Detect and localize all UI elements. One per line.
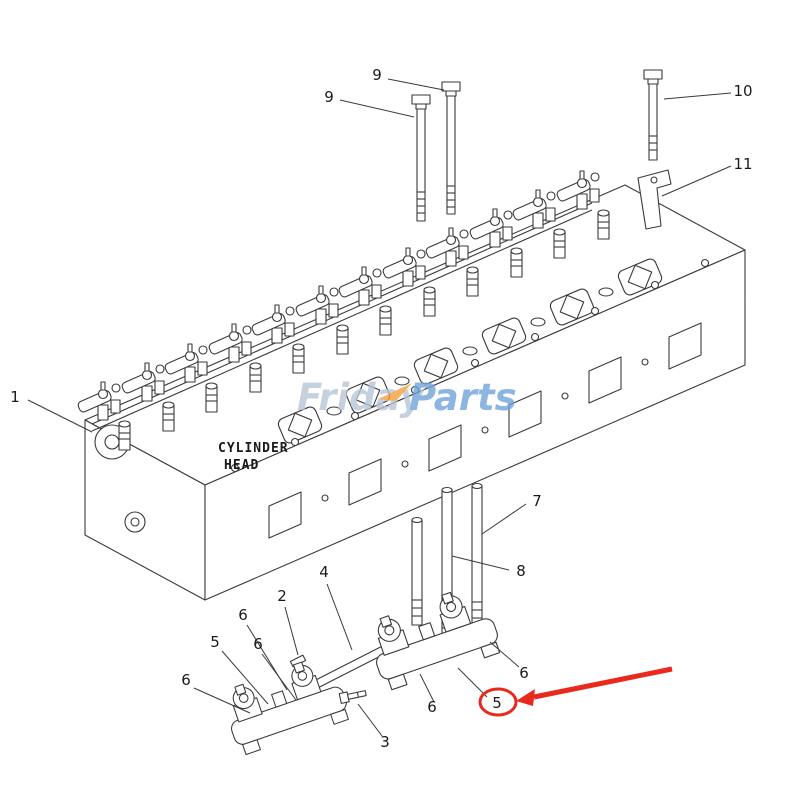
callout-7: 7 <box>532 492 542 510</box>
callout-4: 4 <box>319 563 329 581</box>
red-circle-annotation <box>478 687 518 717</box>
callout-6d: 6 <box>427 698 437 716</box>
callout-8: 8 <box>516 562 526 580</box>
callout-3: 3 <box>380 733 390 751</box>
red-arrow-head-icon <box>516 689 535 706</box>
callout-6a: 6 <box>238 606 248 624</box>
callout-6b: 6 <box>253 635 263 653</box>
front-face-ports <box>268 322 702 539</box>
callout-1: 1 <box>10 388 20 406</box>
bolt-3 <box>338 690 367 704</box>
watermark-text-friday: Friday <box>297 376 425 419</box>
leader-lines <box>27 78 732 737</box>
head-label-line2: HEAD <box>224 458 259 473</box>
callouts: 1 9 9 10 11 7 8 4 2 6 6 5 6 3 6 5 6 <box>10 66 752 751</box>
lifting-bracket-11 <box>637 169 672 230</box>
red-arrow-shaft <box>533 666 673 700</box>
watermark: Friday Parts <box>297 376 517 419</box>
callout-9a: 9 <box>324 88 334 106</box>
callout-10: 10 <box>733 82 752 100</box>
callout-11: 11 <box>733 155 752 173</box>
callout-6c: 6 <box>181 671 191 689</box>
callout-2: 2 <box>277 587 287 605</box>
top-face-ports <box>230 258 710 473</box>
bolt-9-left <box>411 94 431 222</box>
rocker-assembly-left <box>217 651 353 757</box>
cylinder-head-body <box>84 184 746 601</box>
highlight-annotation <box>478 666 673 717</box>
bolt-10 <box>643 69 663 161</box>
watermark-text-parts: Parts <box>409 376 517 419</box>
callout-5a: 5 <box>210 633 220 651</box>
callout-5b: 5 <box>492 694 502 712</box>
callout-9b: 9 <box>372 66 382 84</box>
watermark-arrow-icon <box>378 383 412 401</box>
bolt-9-right <box>441 81 461 215</box>
head-label-line1: CYLINDER <box>218 441 289 456</box>
callout-6e: 6 <box>519 664 529 682</box>
